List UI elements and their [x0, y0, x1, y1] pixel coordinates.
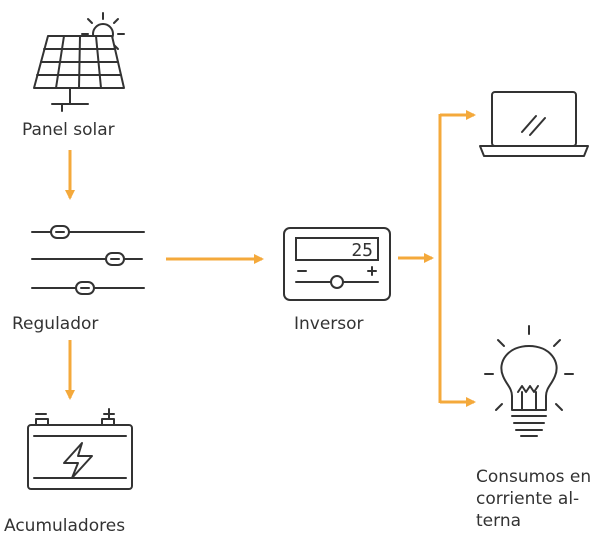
regulator-sliders-icon [31, 225, 145, 295]
accumulators-label: Acumuladores [4, 516, 126, 536]
inverter-display-value: 25 [351, 240, 373, 261]
inverter-icon [283, 227, 391, 301]
connectors [65, 110, 476, 407]
consumption-label: Consumos en corriente al- terna [476, 467, 592, 531]
light-bulb-icon [484, 325, 574, 437]
panel-solar-label: Panel solar [22, 120, 115, 140]
laptop-icon [479, 91, 589, 157]
solar-panel-icon [33, 12, 125, 112]
regulator-label: Regulador [12, 314, 99, 334]
battery-icon [27, 408, 133, 490]
inverter-label: Inversor [294, 314, 364, 334]
